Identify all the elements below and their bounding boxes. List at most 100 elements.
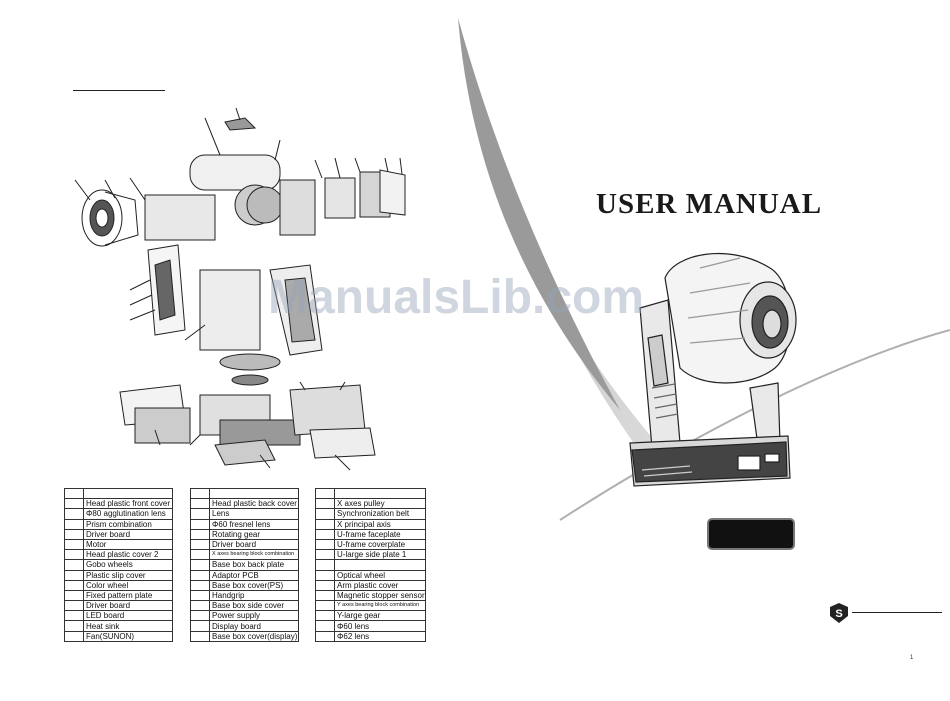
table-row: X axes pulley — [315, 498, 426, 510]
table-row: LED board — [64, 610, 173, 622]
table-row: Base box side cover — [190, 600, 299, 612]
table-row: Driver board — [190, 538, 299, 551]
part-name-cell: Synchronization belt — [334, 508, 426, 520]
part-number-cell — [315, 610, 335, 622]
part-number-cell — [315, 508, 335, 520]
table-row: U-large side plate 1 — [315, 549, 426, 561]
table-row: Base box cover(PS) — [190, 579, 299, 591]
logo-rule — [852, 612, 942, 613]
part-number-cell — [190, 508, 210, 520]
table-row — [315, 487, 426, 500]
part-name-cell: U-frame coverplate — [334, 538, 426, 551]
part-number-cell — [64, 610, 84, 622]
part-name-cell: Driver board — [209, 538, 299, 551]
part-name-cell: Adaptor PCB — [209, 569, 299, 581]
part-number-cell — [190, 620, 210, 632]
table-row: Head plastic cover 2 — [64, 549, 173, 561]
part-name-cell: Y-large gear — [334, 610, 426, 622]
exploded-view-diagram — [74, 107, 406, 471]
part-number-cell — [64, 559, 84, 571]
part-name-cell: U-large side plate 1 — [334, 549, 426, 561]
part-number-cell — [64, 518, 84, 530]
table-row: Rotating gear — [190, 528, 299, 540]
table-row: Adaptor PCB — [190, 569, 299, 581]
part-name-cell: Head plastic back cover — [209, 498, 299, 510]
table-row: Fan(SUNON) — [64, 630, 173, 642]
part-name-cell: Φ62 lens — [334, 630, 426, 642]
part-number-cell — [64, 498, 84, 510]
table-row: Motor — [64, 538, 173, 551]
part-number-cell — [315, 538, 335, 551]
table-row: Heat sink — [64, 620, 173, 632]
part-number-cell — [190, 600, 210, 612]
part-number-cell — [64, 569, 84, 581]
watermark-text: ManualsLib.com — [268, 271, 645, 324]
part-number-cell — [190, 610, 210, 622]
table-row: Driver board — [64, 528, 173, 540]
table-row: Driver board — [64, 600, 173, 612]
part-number-cell — [64, 620, 84, 632]
part-name-cell: Φ60 lens — [334, 620, 426, 632]
part-number-cell — [190, 579, 210, 591]
part-name-cell: Motor — [83, 538, 173, 551]
table-row: X principal axis — [315, 518, 426, 530]
part-name-cell: Head plastic front cover — [83, 498, 173, 510]
part-name-cell — [334, 487, 426, 500]
part-name-cell: Arm plastic cover — [334, 579, 426, 591]
part-name-cell: Φ80 agglutination lens — [83, 508, 173, 520]
part-number-cell — [190, 498, 210, 510]
diagram-heading-rule — [73, 90, 165, 91]
part-number-cell — [64, 528, 84, 540]
part-name-cell: Base box back plate — [209, 559, 299, 571]
part-number-cell — [315, 487, 335, 500]
table-row: Arm plastic cover — [315, 579, 426, 591]
brand-logo-icon: S — [830, 603, 848, 623]
part-name-cell: Fan(SUNON) — [83, 630, 173, 642]
part-name-cell: Magnetic stopper sensor — [334, 589, 426, 602]
part-number-cell — [315, 579, 335, 591]
part-number-cell — [190, 538, 210, 551]
part-name-cell: Plastic slip cover — [83, 569, 173, 581]
part-number-cell — [315, 600, 335, 612]
part-number-cell — [190, 569, 210, 581]
part-name-cell: Heat sink — [83, 620, 173, 632]
part-name-cell — [209, 487, 299, 500]
page-number: 1 — [910, 655, 914, 661]
part-name-cell: Display board — [209, 620, 299, 632]
part-number-cell — [64, 579, 84, 591]
part-name-cell: Driver board — [83, 528, 173, 540]
part-number-cell — [190, 549, 210, 561]
table-row: Gobo wheels — [64, 559, 173, 571]
part-number-cell — [315, 528, 335, 540]
part-number-cell — [315, 549, 335, 561]
table-row: Base box back plate — [190, 559, 299, 571]
table-row: X axes bearing block combination — [190, 549, 299, 561]
table-row: Magnetic stopper sensor — [315, 589, 426, 602]
part-number-cell — [190, 518, 210, 530]
table-row — [64, 487, 173, 500]
cover-title: USER MANUAL — [596, 188, 823, 220]
part-number-cell — [64, 538, 84, 551]
table-row: Lens — [190, 508, 299, 520]
part-number-cell — [315, 559, 335, 571]
table-row: Plastic slip cover — [64, 569, 173, 581]
table-row: Φ60 fresnel lens — [190, 518, 299, 530]
table-row: Power supply — [190, 610, 299, 622]
part-name-cell: Base box cover(display) — [209, 630, 299, 642]
part-name-cell: Prism combination — [83, 518, 173, 530]
part-number-cell — [315, 518, 335, 530]
table-row: Head plastic front cover — [64, 498, 173, 510]
part-name-cell: Lens — [209, 508, 299, 520]
table-row: Synchronization belt — [315, 508, 426, 520]
part-name-cell: Color wheel — [83, 579, 173, 591]
part-number-cell — [64, 508, 84, 520]
table-row: Optical wheel — [315, 569, 426, 581]
part-number-cell — [315, 589, 335, 602]
table-row: Φ60 lens — [315, 620, 426, 632]
